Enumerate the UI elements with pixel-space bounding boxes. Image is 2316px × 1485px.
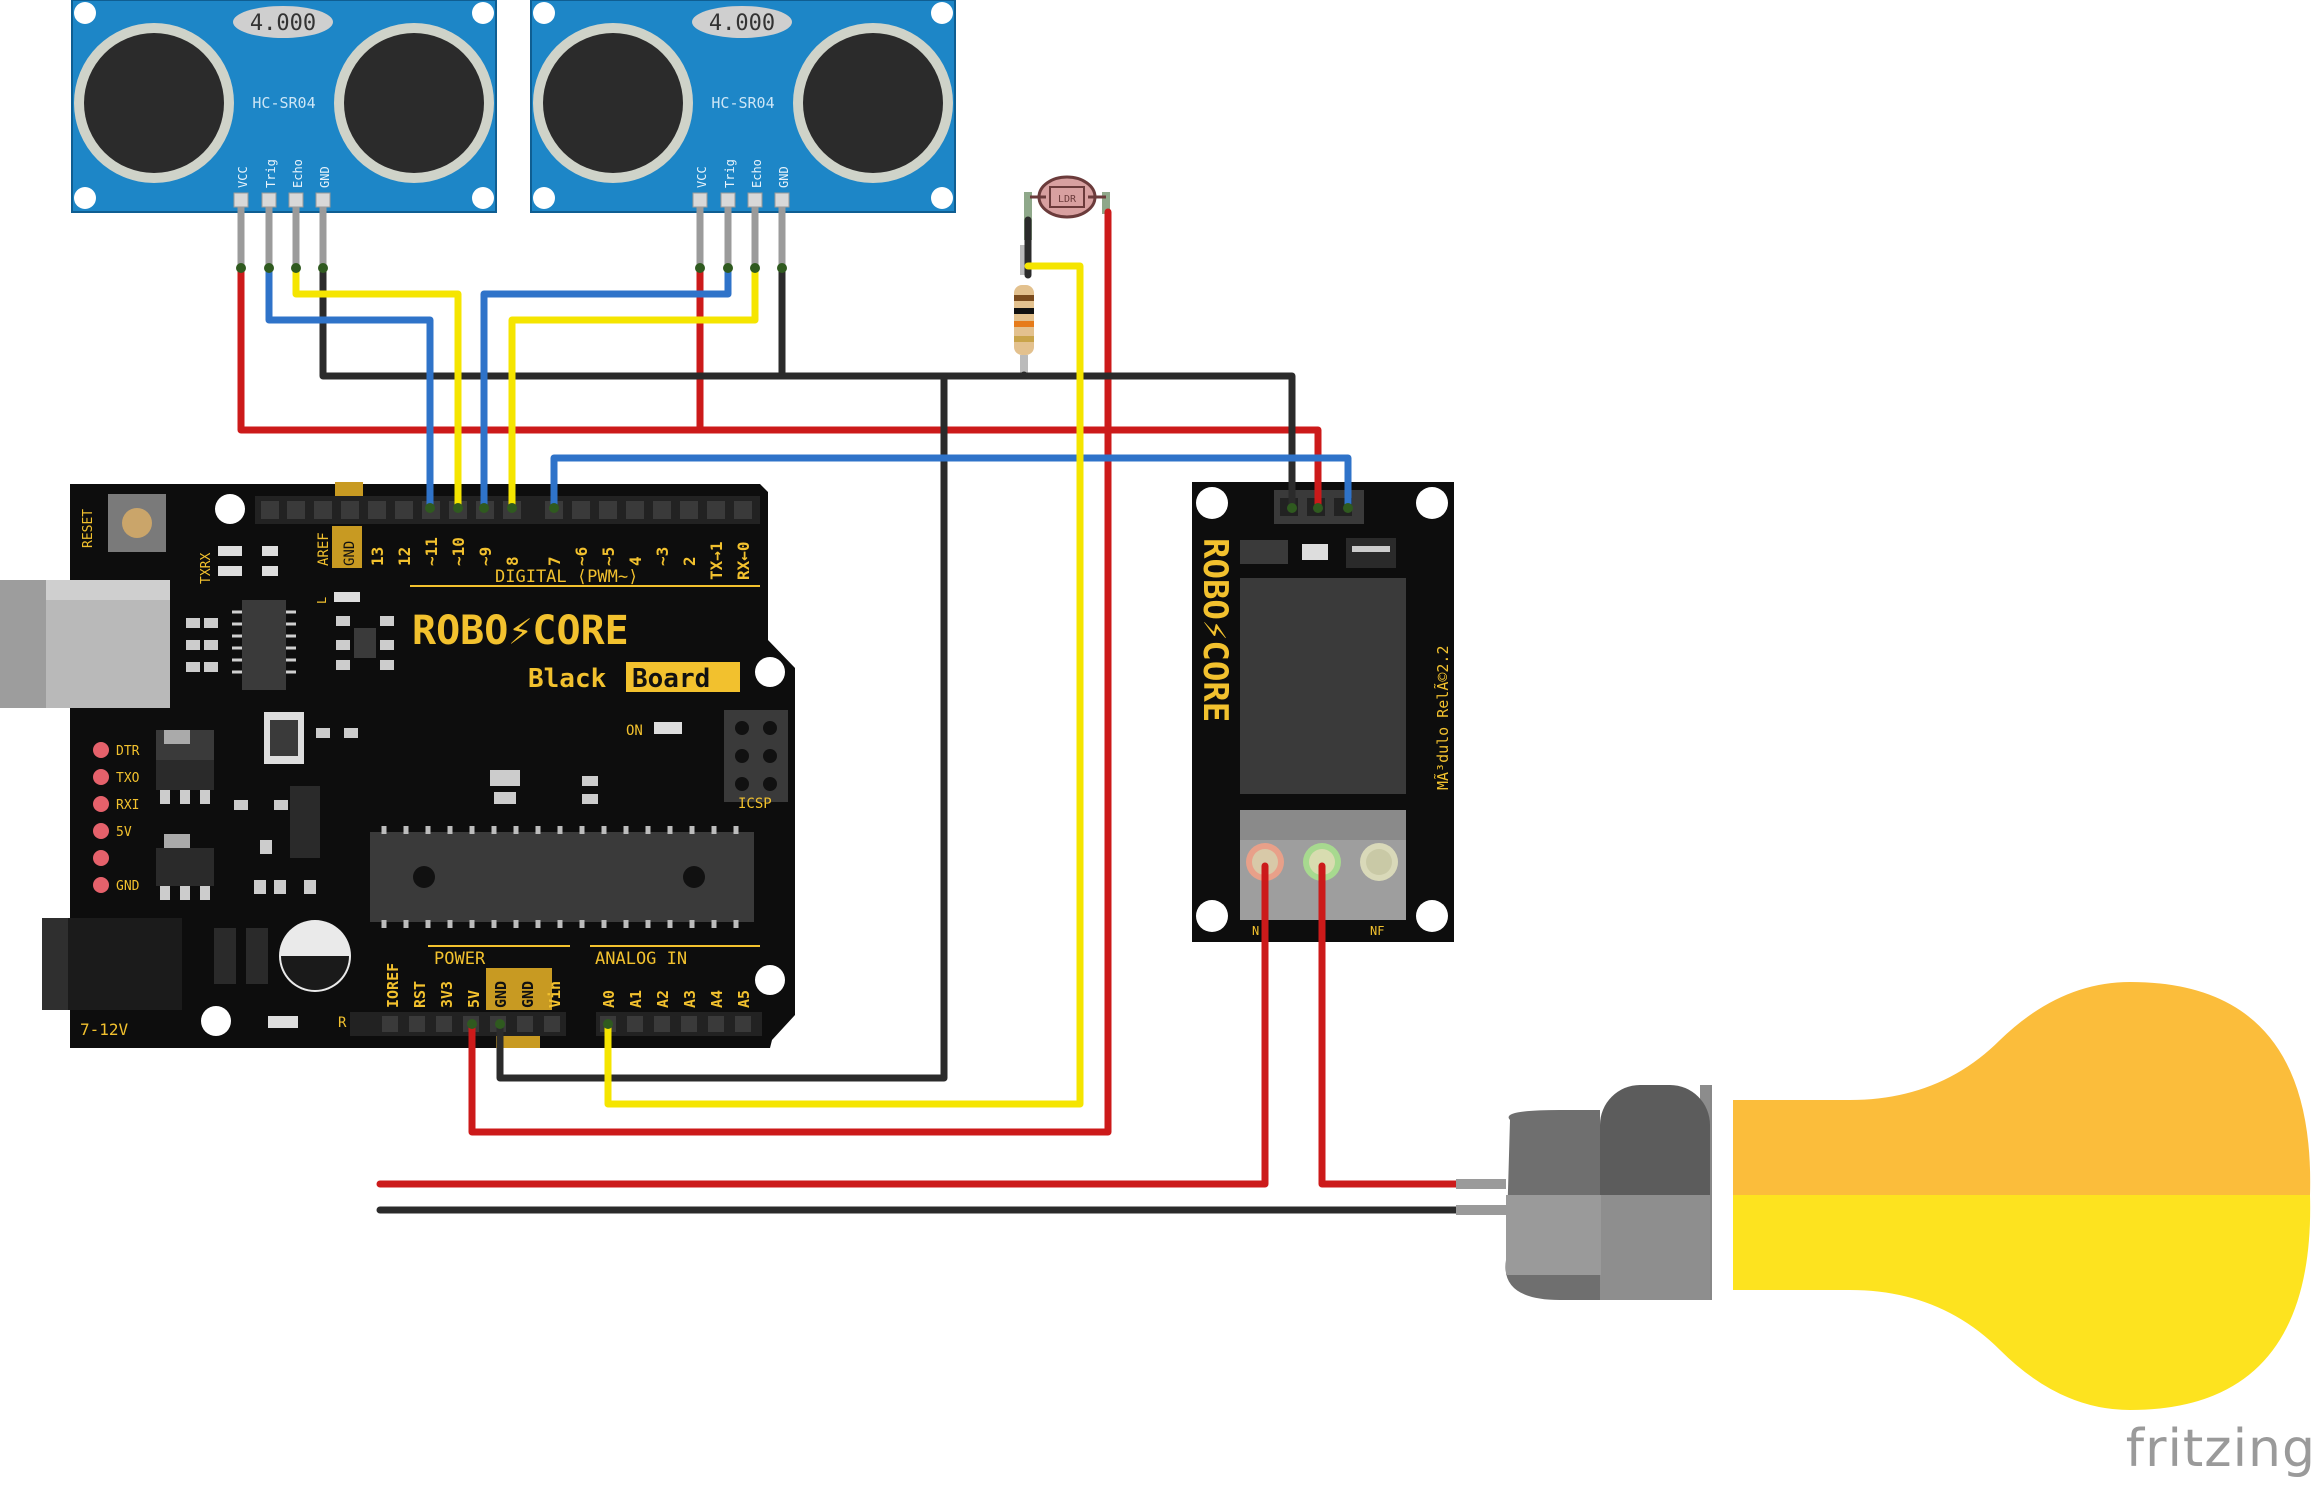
pin-label-trig: Trig — [264, 159, 278, 188]
resistor — [1014, 245, 1034, 375]
led-label-dtr: DTR — [116, 744, 140, 759]
ultrasonic-sensor-2: 4.000 HC-SR04 VCC Trig Echo GND — [530, 0, 956, 268]
wire-blue-sensor1-trig — [265, 264, 434, 512]
digital-label: DIGITAL ⟨PWM∼⟩ — [495, 567, 638, 587]
ldr-sensor: LDR — [1024, 175, 1110, 240]
digital-pin-4: 4 — [626, 556, 645, 566]
wire-yellow-sensor1-echo — [292, 264, 462, 512]
txrx-label: TXRX — [199, 553, 214, 584]
led-label-rxi: RXI — [116, 798, 139, 813]
power-pin-3v3: 3V3 — [438, 981, 456, 1008]
relay-terminal-nf: NF — [1370, 924, 1384, 938]
relay-coil-block — [1240, 578, 1406, 794]
power-pin-gnd-2: GND — [519, 981, 537, 1008]
led-label-gnd: GND — [116, 879, 140, 894]
sensor-display: 4.000 — [709, 11, 775, 36]
digital-pin-0: RX←0 — [734, 541, 753, 580]
digital-pin-7: 7 — [545, 556, 564, 566]
digital-pin-3: ~3 — [653, 547, 672, 566]
power-pin-vin: Vin — [546, 981, 564, 1008]
board-model-board: Board — [632, 664, 710, 694]
wires — [237, 208, 1506, 1215]
pin-label-gnd: GND — [777, 166, 791, 188]
wire-yellow-ldr-a0 — [604, 262, 1084, 1108]
digital-pin-2: 2 — [680, 556, 699, 566]
pin-label-gnd: GND — [318, 166, 332, 188]
sensor-model-label: HC-SR04 — [252, 94, 315, 112]
voltage-label: 7-12V — [80, 1020, 129, 1039]
digital-pin-1: TX→1 — [707, 541, 726, 580]
board-brand-logo: ROBO⚡CORE — [412, 608, 629, 654]
l-led-label: L — [315, 597, 329, 604]
aref-pin-label: AREF — [316, 532, 332, 566]
digital-pin-8: 8 — [503, 556, 522, 566]
wire-red-relay-n — [376, 862, 1269, 1188]
digital-pin-10: ~10 — [449, 537, 468, 566]
analog-pin-a1: A1 — [627, 990, 645, 1008]
wire-yellow-sensor2-echo — [508, 264, 759, 512]
ultrasonic-sensor-1: 4.000 HC-SR04 VCC Trig Echo GND — [71, 0, 497, 268]
digital-pin-9: ~9 — [476, 547, 495, 566]
digital-pin-6: ~6 — [572, 547, 591, 566]
r-label: R — [338, 1015, 347, 1031]
blackboard-arduino: 7-12V RESET TXRX GND AREF — [0, 482, 795, 1048]
power-pin-rst: RST — [411, 981, 429, 1008]
digital-pin-12: 12 — [395, 547, 414, 566]
analog-pin-a5: A5 — [735, 990, 753, 1008]
pin-markers — [236, 263, 1353, 1029]
wire-red-relay-c — [1318, 862, 1464, 1188]
relay-title: MÃ³dulo RelÃ©2.2 — [1433, 646, 1452, 791]
analog-pin-a0: A0 — [600, 990, 618, 1008]
digital-pin-13: 13 — [368, 547, 387, 566]
power-section-label: POWER — [434, 949, 486, 969]
digital-pin-11: ~11 — [422, 537, 441, 566]
led-label-txo: TXO — [116, 771, 140, 786]
pin-label-echo: Echo — [750, 159, 764, 188]
wire-black-gnd — [496, 372, 948, 1082]
digital-pin-5: ~5 — [599, 547, 618, 566]
analog-pin-a2: A2 — [654, 990, 672, 1008]
analog-pin-a3: A3 — [681, 990, 699, 1008]
led-label-5v: 5V — [116, 825, 132, 840]
sensor-model-label: HC-SR04 — [711, 94, 774, 112]
fritzing-watermark: fritzing — [2125, 1419, 2316, 1479]
sensor-display: 4.000 — [250, 11, 316, 36]
wire-red-5v — [468, 208, 1112, 1136]
pin-label-echo: Echo — [291, 159, 305, 188]
analog-pin-a4: A4 — [708, 990, 726, 1008]
power-pin-gnd-1: GND — [492, 981, 510, 1008]
icsp-header: ICSP — [724, 710, 788, 812]
gnd-pin-label: GND — [342, 541, 358, 566]
power-pin-ioref: IOREF — [384, 963, 402, 1008]
wire-blue-sensor2-trig — [480, 264, 732, 512]
board-model-black: Black — [528, 664, 607, 694]
power-pin-5v: 5V — [465, 990, 483, 1008]
reset-label: RESET — [81, 509, 96, 548]
analog-section-label: ANALOG IN — [595, 949, 687, 969]
pin-label-vcc: VCC — [695, 166, 709, 188]
pin-label-vcc: VCC — [236, 166, 250, 188]
ldr-label: LDR — [1058, 194, 1077, 205]
relay-terminal-n: N — [1252, 924, 1259, 938]
relay-brand-logo: ROBO⚡CORE — [1195, 538, 1235, 722]
wire-red-sensor1-vcc — [237, 264, 1322, 512]
pin-label-trig: Trig — [723, 159, 737, 188]
analog-header — [596, 1012, 762, 1036]
on-led-label: ON — [626, 723, 643, 739]
icsp-label: ICSP — [738, 796, 772, 812]
wire-black-sensor1-gnd — [319, 264, 1296, 512]
usb-chip — [242, 600, 286, 690]
wire-blue-relay-signal — [550, 454, 1352, 512]
light-bulb — [1505, 982, 2311, 1410]
